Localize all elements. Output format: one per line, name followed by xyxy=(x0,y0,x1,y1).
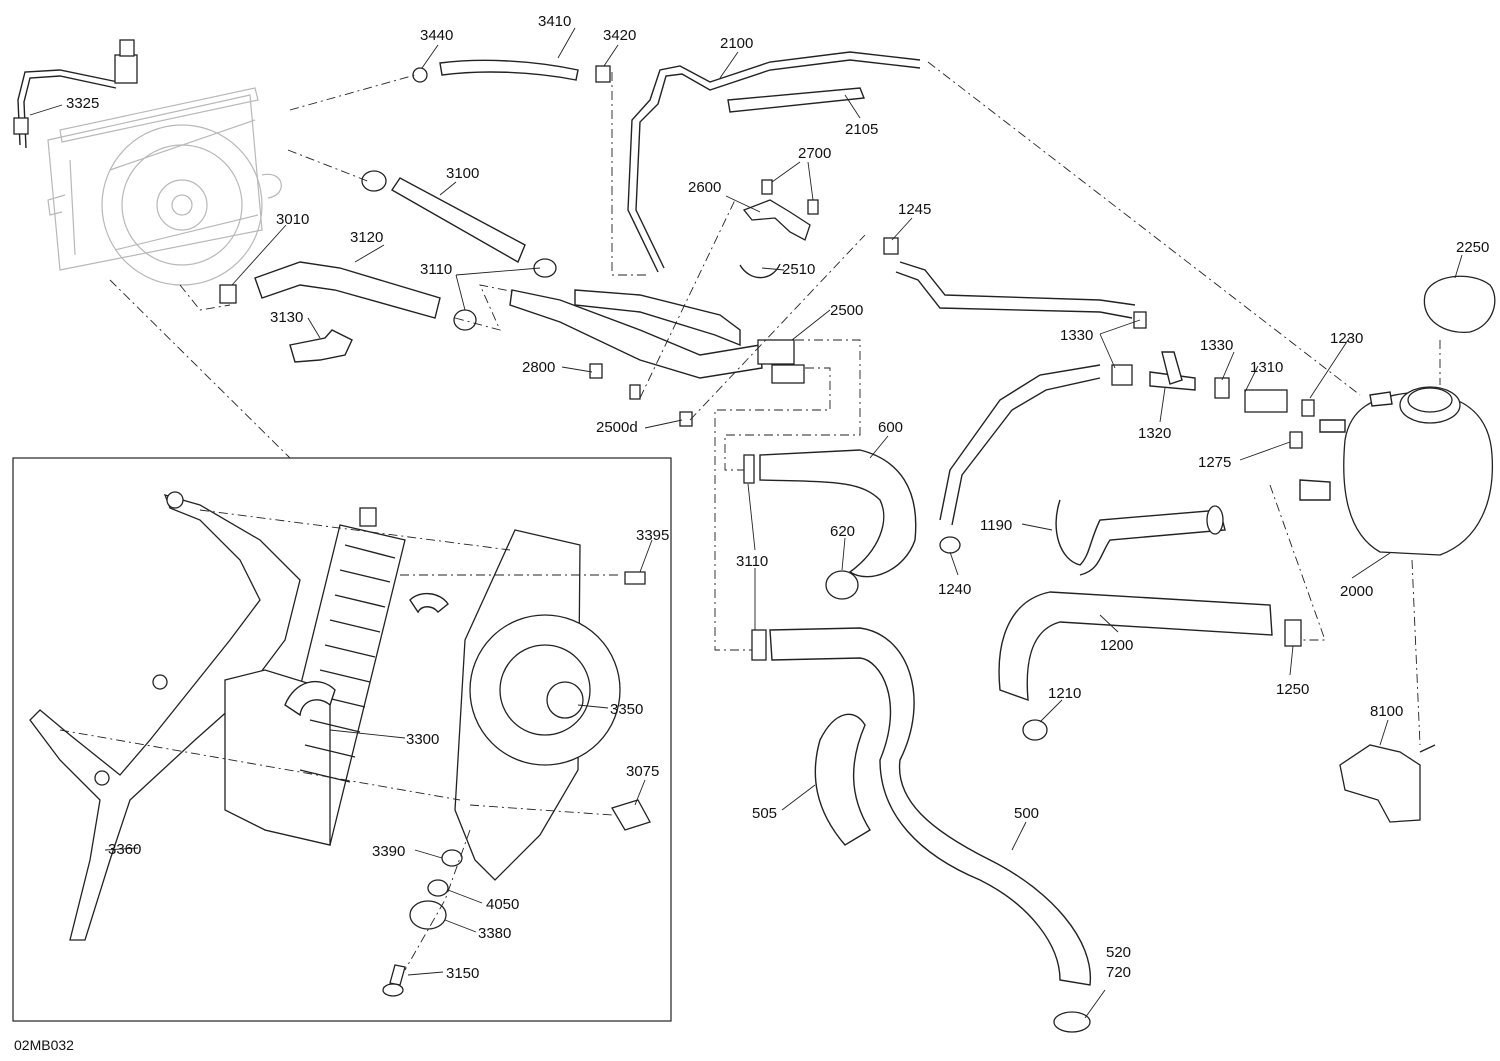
expansion-tank-2000 xyxy=(1299,386,1494,556)
callout-600: 600 xyxy=(878,419,903,436)
callout-1245: 1245 xyxy=(898,201,931,218)
callout-2500: 2500 xyxy=(830,302,863,319)
callout-520: 520 xyxy=(1106,944,1131,961)
drawing-code: 02MB032 xyxy=(14,1037,74,1053)
hose-3100 xyxy=(361,170,526,264)
hose-3130 xyxy=(289,329,353,363)
hose-1200 xyxy=(998,591,1302,741)
callout-3100: 3100 xyxy=(446,165,479,182)
callout-2250: 2250 xyxy=(1456,239,1489,256)
callout-3440: 3440 xyxy=(420,27,453,44)
callout-3120: 3120 xyxy=(350,229,383,246)
callout-2800: 2800 xyxy=(522,359,555,376)
callout-3350: 3350 xyxy=(610,701,643,718)
callout-8100: 8100 xyxy=(1370,703,1403,720)
temperature-sensor-3325 xyxy=(13,39,138,149)
radiator-3300 xyxy=(224,507,449,846)
callout-1200: 1200 xyxy=(1100,637,1133,654)
callout-500: 500 xyxy=(1014,805,1039,822)
fasteners xyxy=(382,571,651,997)
callout-3150: 3150 xyxy=(446,965,479,982)
callout-1310: 1310 xyxy=(1250,359,1283,376)
callout-3300: 3300 xyxy=(406,731,439,748)
callout-3010: 3010 xyxy=(276,211,309,228)
fan-shroud-3350 xyxy=(454,529,621,881)
hose-3120 xyxy=(219,261,441,319)
hose-3410 xyxy=(412,59,611,83)
connection-lines xyxy=(59,61,1441,971)
callout-620: 620 xyxy=(830,523,855,540)
hose-2105 xyxy=(727,87,865,113)
callout-3110-lower: 3110 xyxy=(736,553,768,570)
callout-3390: 3390 xyxy=(372,843,405,860)
radiator-assembly-ghost xyxy=(47,87,282,286)
hose-1245 xyxy=(883,237,1147,329)
leader-lines xyxy=(29,27,1463,1019)
callout-2600: 2600 xyxy=(688,179,721,196)
callout-3130: 3130 xyxy=(270,309,303,326)
callout-3380: 3380 xyxy=(478,925,511,942)
clamp-3110-upper xyxy=(453,258,557,331)
callout-3110: 3110 xyxy=(420,261,452,278)
hose-500 xyxy=(751,627,1092,1033)
cap-2250 xyxy=(1423,275,1496,333)
callout-2105: 2105 xyxy=(845,121,878,138)
hose-2100 xyxy=(627,51,921,273)
callout-3420: 3420 xyxy=(603,27,636,44)
mount-bracket-3360 xyxy=(29,491,301,941)
bracket-8100 xyxy=(1339,744,1436,823)
tee-fitting-1320 xyxy=(1111,351,1315,449)
hose-1190-left xyxy=(939,364,1101,554)
callout-505: 505 xyxy=(752,805,777,822)
hose-600 xyxy=(743,449,917,600)
callout-labels: 3440 3410 3420 2100 3325 2105 2700 3100 … xyxy=(66,13,1489,982)
callout-1275: 1275 xyxy=(1198,454,1231,471)
callout-3075: 3075 xyxy=(626,763,659,780)
callout-720: 720 xyxy=(1106,964,1131,981)
callout-2700: 2700 xyxy=(798,145,831,162)
pipe-2500 xyxy=(509,289,805,427)
callout-3395: 3395 xyxy=(636,527,669,544)
callout-2000: 2000 xyxy=(1340,583,1373,600)
callout-1330-right: 1330 xyxy=(1200,337,1233,354)
detail-box xyxy=(12,457,672,1022)
hose-505 xyxy=(814,713,871,846)
hose-1190 xyxy=(1055,499,1226,576)
callout-1330-left: 1330 xyxy=(1060,327,1093,344)
callout-1250: 1250 xyxy=(1276,681,1309,698)
callout-2100: 2100 xyxy=(720,35,753,52)
callout-2500d: 2500d xyxy=(596,419,638,436)
callout-3360: 3360 xyxy=(108,841,141,858)
callout-1190: 1190 xyxy=(980,517,1012,534)
callout-2510: 2510 xyxy=(782,261,815,278)
callout-3325: 3325 xyxy=(66,95,99,112)
callout-1210: 1210 xyxy=(1048,685,1081,702)
callout-1320: 1320 xyxy=(1138,425,1171,442)
callout-1230: 1230 xyxy=(1330,330,1363,347)
callout-4050: 4050 xyxy=(486,896,519,913)
callout-3410: 3410 xyxy=(538,13,571,30)
callout-1240: 1240 xyxy=(938,581,971,598)
